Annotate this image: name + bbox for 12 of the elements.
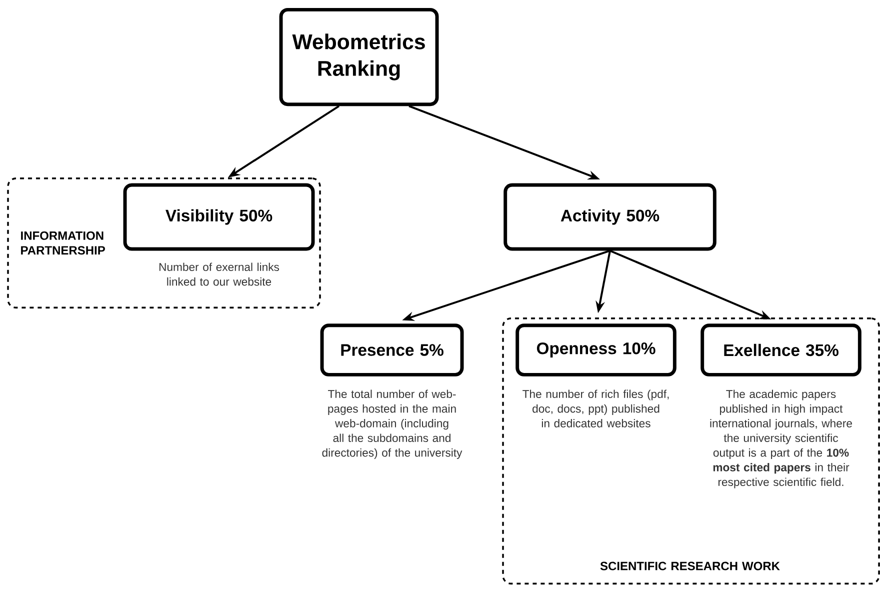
description-text: The academic papers published in high impact international journals, where the university scientific output is a part of the 10% most cited papers in their respective scientific field.	[710, 390, 852, 488]
description-text: The total number of web-pages hosted in the main web-domain (including all the subdomains and directories) of the university	[322, 390, 462, 459]
rounded-box: Webometrics Ranking	[279, 8, 439, 106]
rounded-box: Openness 10%	[516, 324, 676, 376]
rounded-box: Activity 50%	[504, 183, 716, 251]
rounded-box: Visibility 50%	[123, 183, 315, 251]
group-heading: INFORMATION PARTNERSHIP	[21, 231, 105, 255]
rounded-box: Exellence 35%	[700, 324, 862, 376]
rounded-box: Presence 5%	[320, 324, 464, 376]
description-text: Number of exernal links linked to our website	[159, 262, 280, 286]
group-heading: SCIENTIFIC RESEARCH WORK	[600, 562, 780, 570]
description-text: The number of rich files (pdf, doc, docs, ppt) published in dedicated websites	[522, 390, 669, 428]
